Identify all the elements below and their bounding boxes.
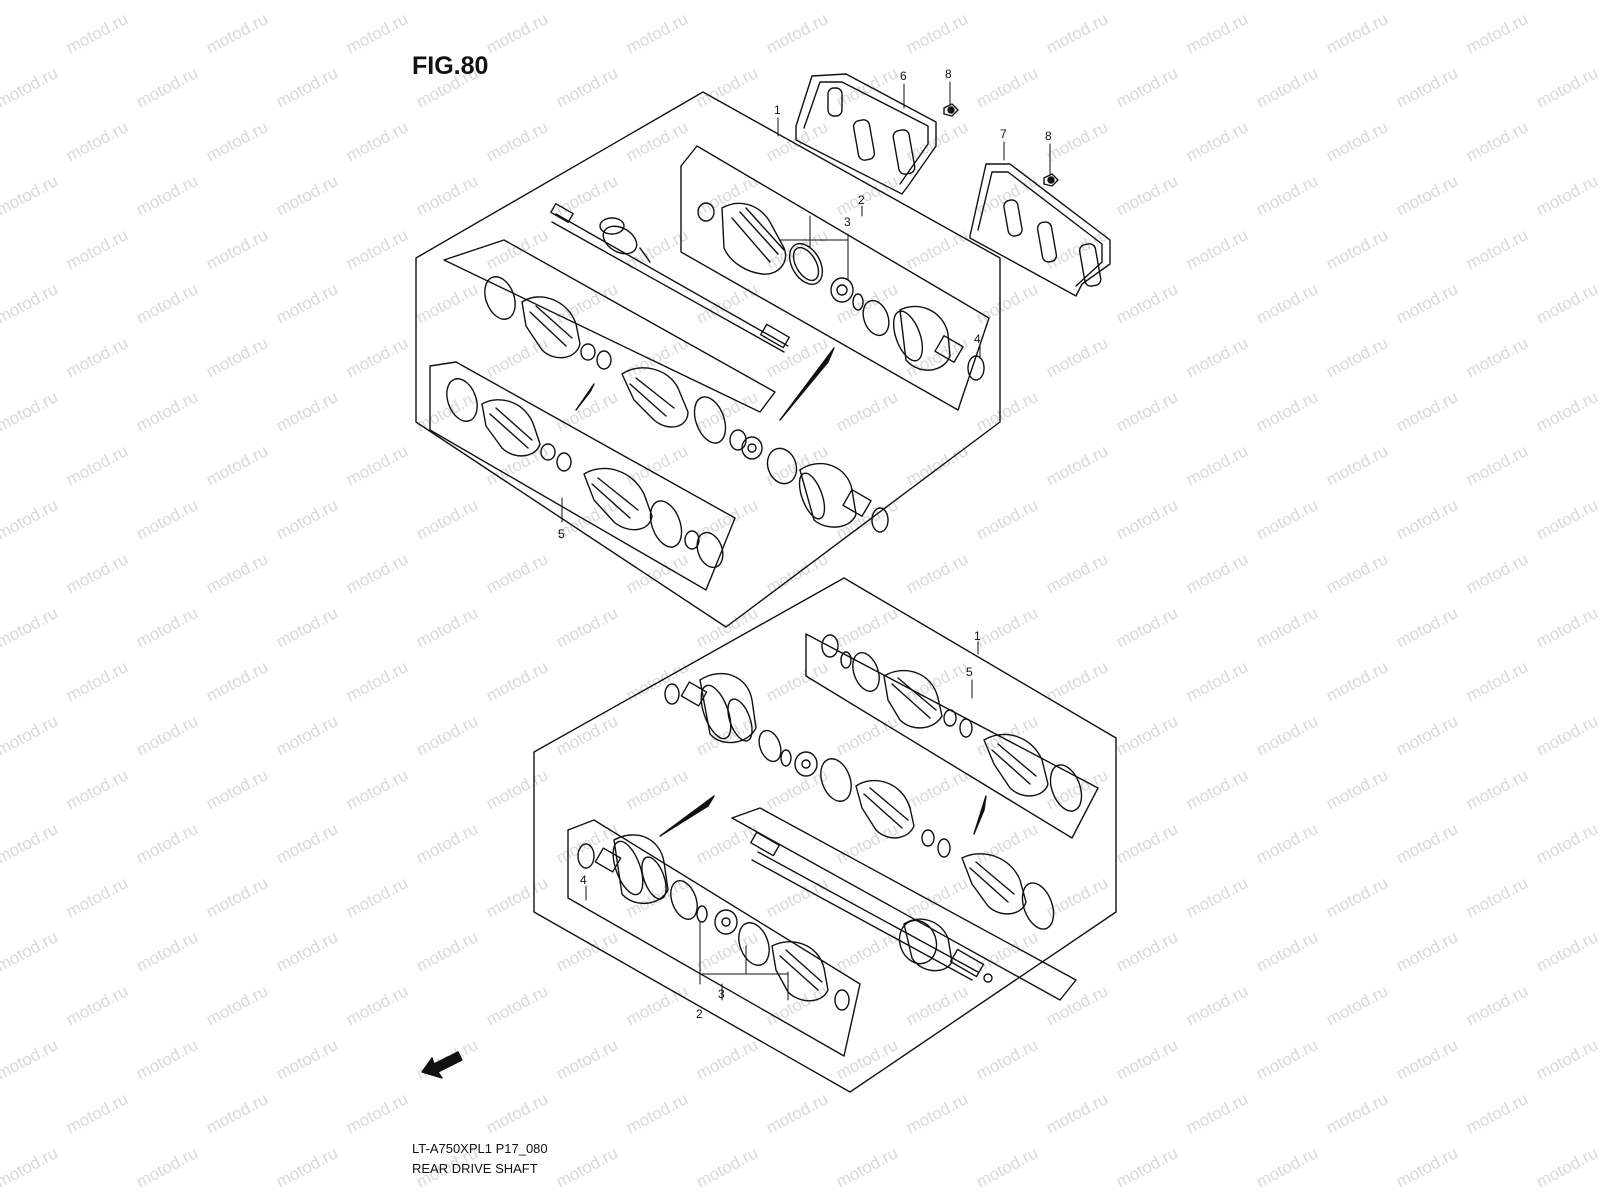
- lower-leader-lines: [585, 641, 979, 1001]
- upper-box5-parts: [484, 276, 727, 444]
- lower-inner-box-5b-frame: [731, 807, 1077, 1001]
- callout-8-lower: 8: [1045, 129, 1052, 143]
- callout-3-upper: 3: [844, 215, 851, 229]
- upper-leader-lines: [561, 81, 1051, 523]
- callout-4-lower: 4: [580, 873, 587, 887]
- lower-inner-box-5-frame: [805, 633, 1099, 839]
- upper-box2-parts: [697, 202, 985, 381]
- upper-pointer-a: [575, 383, 595, 411]
- figure-title: FIG.80: [412, 52, 489, 80]
- callout-4-upper: 4: [974, 332, 981, 346]
- callout-5-upper: 5: [558, 527, 565, 541]
- callout-8-upper: 8: [945, 67, 952, 81]
- lower-pointer-a: [659, 795, 715, 837]
- lower-group-outline: [533, 577, 1117, 1093]
- upper-inner-box-5b-frame: [429, 361, 736, 591]
- lower-box5-parts: [821, 634, 1083, 812]
- callout-7: 7: [1000, 127, 1007, 141]
- callout-2-lower: 2: [696, 1007, 703, 1021]
- model-code: LT-A750XPL1 P17_080: [412, 1141, 548, 1156]
- callout-1-upper: 1: [774, 103, 781, 117]
- lower-shaft-assembly: 1 2 3 4 5: [533, 577, 1117, 1093]
- upper-group-outline: [415, 91, 1001, 628]
- upper-inner-box-5-frame: [443, 239, 776, 413]
- upper-box5b-parts: [446, 378, 724, 569]
- fwd-arrow-icon: FWD: [421, 1051, 463, 1079]
- lower-axle-shaft: [750, 831, 993, 983]
- figure-caption: REAR DRIVE SHAFT: [412, 1161, 538, 1176]
- upper-shaft-assembly: 1 2 3 4 5 6 7 8 8: [415, 67, 1111, 628]
- upper-inner-box-2-frame: [680, 145, 990, 411]
- guard-plate-7: [969, 163, 1111, 297]
- callout-5-lower: 5: [966, 665, 973, 679]
- callout-1-lower: 1: [974, 629, 981, 643]
- lower-inner-box-2-frame: [567, 819, 861, 1057]
- callout-3-lower: 3: [718, 987, 725, 1001]
- lower-inner-joint: [664, 672, 818, 777]
- upper-axle-shaft: [550, 202, 790, 353]
- bolt-8b-icon: [1043, 173, 1059, 187]
- bolt-8-icon: [943, 103, 959, 117]
- guard-plate-6: [795, 73, 937, 195]
- callout-6: 6: [900, 69, 907, 83]
- upper-outer-joint: [729, 429, 889, 533]
- lower-box2-parts: [577, 834, 850, 1011]
- upper-pointer-b: [779, 347, 835, 421]
- lower-pointer-b: [973, 795, 987, 835]
- lower-box5b-parts: [820, 758, 1055, 930]
- callout-2-upper: 2: [858, 193, 865, 207]
